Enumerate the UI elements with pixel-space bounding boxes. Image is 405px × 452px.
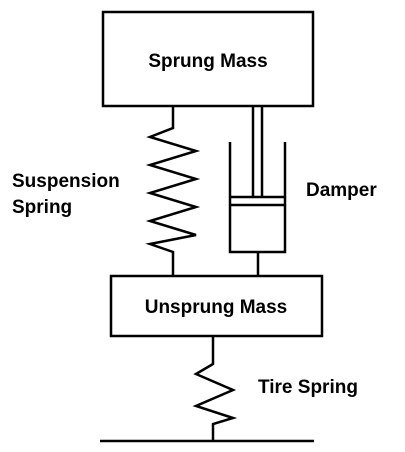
suspension-spring bbox=[145, 106, 201, 276]
suspension-spring-coil bbox=[145, 106, 201, 276]
unsprung-mass-block bbox=[109, 274, 324, 338]
sprung-mass-block bbox=[101, 10, 315, 108]
unsprung-mass-label: Unsprung Mass bbox=[145, 297, 288, 318]
sprung-mass-label: Sprung Mass bbox=[148, 51, 267, 72]
tire-spring-coil bbox=[192, 336, 238, 441]
tire-spring bbox=[192, 336, 238, 441]
damper-label: Damper bbox=[306, 180, 377, 201]
suspension-spring-label-line2: Spring bbox=[12, 197, 72, 218]
suspension-spring-label-line1: Suspension bbox=[12, 171, 120, 192]
damper bbox=[228, 106, 287, 276]
tire-spring-label: Tire Spring bbox=[258, 377, 358, 398]
